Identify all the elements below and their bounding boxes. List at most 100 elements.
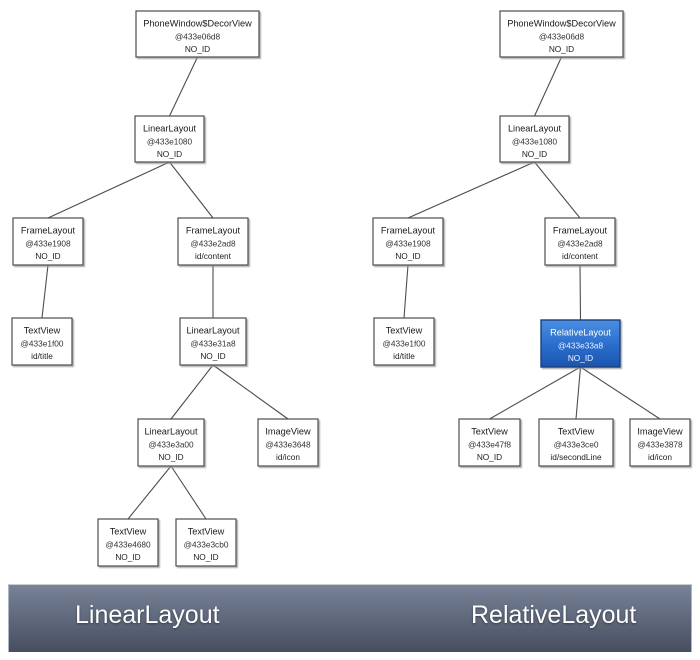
node-view-id: id/content [562, 251, 599, 261]
node-view-id: NO_ID [568, 353, 593, 363]
node-box[interactable] [11, 317, 73, 366]
tree-edge [534, 161, 581, 219]
node-view-id: NO_ID [158, 452, 183, 462]
node-class-name: RelativeLayout [550, 328, 611, 338]
node-box[interactable] [629, 418, 691, 467]
node-address: @433e1f00 [382, 339, 425, 349]
node-box[interactable] [499, 10, 624, 58]
node-class-name: LinearLayout [143, 124, 197, 134]
node-class-name: FrameLayout [553, 226, 608, 236]
node-box[interactable] [499, 115, 570, 163]
tree-edges [41, 56, 661, 520]
node-address: @433e1908 [385, 239, 431, 249]
node-view-id: id/icon [648, 452, 672, 462]
node-address: @433e3878 [637, 440, 683, 450]
tree-edge [170, 364, 214, 420]
node-class-name: FrameLayout [186, 226, 241, 236]
tree-node-r-title[interactable]: TextView @433e1f00 id/title [373, 317, 435, 366]
node-class-name: TextView [471, 427, 508, 437]
node-box[interactable] [538, 418, 614, 467]
tree-node-group-linearlayout-tree: PhoneWindow$DecorView@433e06d8NO_IDLinea… [11, 10, 319, 567]
tree-nodes: PhoneWindow$DecorView@433e06d8NO_IDLinea… [11, 10, 691, 567]
node-address: @433e31a8 [190, 339, 236, 349]
comparison-banner: LinearLayout RelativeLayout [8, 584, 692, 652]
node-address: @433e06d8 [175, 32, 221, 42]
node-box[interactable] [372, 217, 444, 266]
node-box-highlighted[interactable] [540, 319, 621, 368]
node-view-id: NO_ID [193, 552, 218, 562]
node-address: @433e3648 [265, 440, 311, 450]
node-box[interactable] [175, 518, 237, 567]
node-view-id: NO_ID [395, 251, 420, 261]
node-view-id: id/secondLine [550, 452, 602, 462]
node-class-name: TextView [24, 326, 61, 336]
node-class-name: PhoneWindow$DecorView [507, 19, 616, 29]
node-box[interactable] [257, 418, 319, 467]
node-class-name: LinearLayout [144, 427, 198, 437]
node-box[interactable] [137, 418, 205, 467]
node-view-id: NO_ID [522, 149, 547, 159]
node-class-name: TextView [110, 527, 147, 537]
tree-edge [169, 56, 198, 117]
node-class-name: FrameLayout [21, 226, 76, 236]
node-box[interactable] [458, 418, 521, 467]
node-address: @433e1080 [147, 137, 193, 147]
node-address: @433e33a8 [558, 341, 604, 351]
node-class-name: TextView [558, 427, 595, 437]
node-view-id: NO_ID [549, 44, 574, 54]
node-view-id: NO_ID [157, 149, 182, 159]
node-view-id: NO_ID [35, 251, 60, 261]
node-box[interactable] [177, 217, 249, 266]
node-box[interactable] [135, 10, 260, 58]
node-address: @433e1080 [512, 137, 558, 147]
node-view-id: NO_ID [200, 351, 225, 361]
node-address: @433e47f8 [468, 440, 511, 450]
tree-edge [41, 264, 49, 319]
node-address: @433e1908 [25, 239, 71, 249]
node-box[interactable] [179, 317, 247, 366]
banner-label-linearlayout: LinearLayout [75, 601, 220, 629]
node-address: @433e3cb0 [184, 540, 229, 550]
node-view-id: id/title [393, 351, 415, 361]
node-class-name: PhoneWindow$DecorView [143, 19, 252, 29]
tree-edge [169, 161, 214, 219]
tree-node-l-title[interactable]: TextView @433e1f00 id/title [11, 317, 73, 366]
node-class-name: TextView [188, 527, 225, 537]
tree-edge-group-linearlayout-tree [41, 56, 289, 520]
tree-edge [212, 364, 289, 420]
node-box[interactable] [544, 217, 616, 266]
node-class-name: FrameLayout [381, 226, 436, 236]
node-address: @433e1f00 [20, 339, 63, 349]
node-view-id: id/content [195, 251, 232, 261]
node-box[interactable] [373, 317, 435, 366]
node-class-name: LinearLayout [508, 124, 562, 134]
node-box[interactable] [134, 115, 205, 163]
tree-edge [489, 366, 581, 420]
node-view-id: NO_ID [185, 44, 210, 54]
node-box[interactable] [12, 217, 84, 266]
tree-edge [533, 56, 563, 117]
node-address: @433e06d8 [539, 32, 585, 42]
node-view-id: id/title [31, 351, 53, 361]
node-box[interactable] [97, 518, 159, 567]
node-class-name: TextView [386, 326, 423, 336]
node-class-name: ImageView [265, 427, 311, 437]
node-address: @433e4680 [105, 540, 151, 550]
